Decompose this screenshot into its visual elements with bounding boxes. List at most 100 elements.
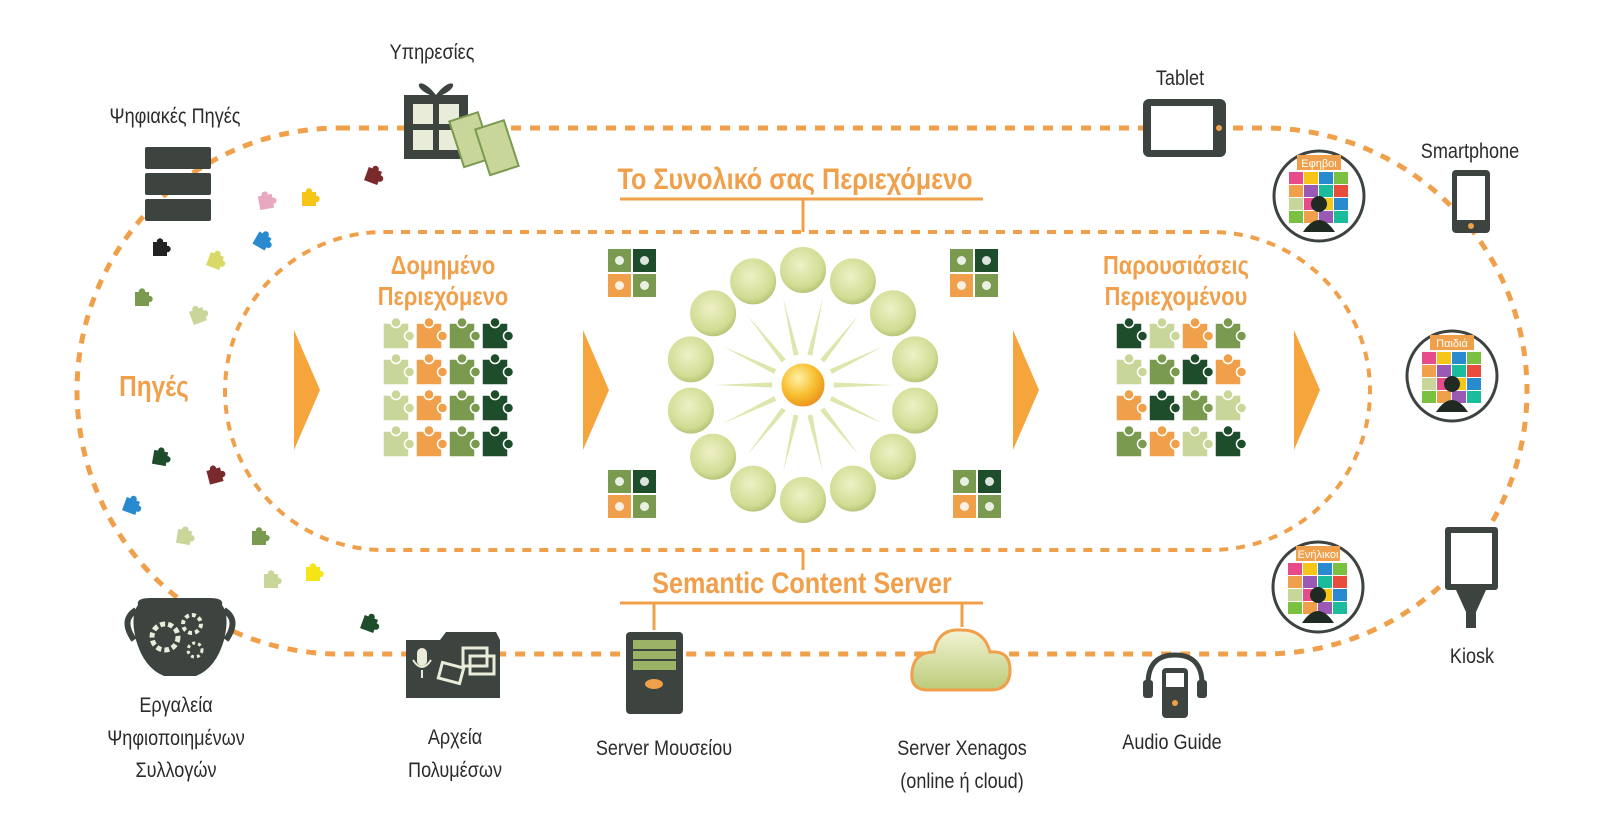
media-glyph	[982, 256, 991, 265]
puzzle-piece-icon	[252, 228, 277, 253]
puzzle-piece-icon	[205, 462, 228, 485]
puzzle-piece-icon	[1181, 388, 1215, 422]
kiosk-label: Kiosk	[1449, 645, 1495, 668]
badge-person-body	[1302, 611, 1334, 623]
flower-petal	[827, 463, 878, 514]
badge-tile	[1303, 576, 1317, 588]
badge-tile	[1422, 391, 1436, 403]
puzzle-piece-icon	[1115, 388, 1149, 422]
badge-tile	[1288, 589, 1302, 601]
gift-icon	[404, 83, 520, 177]
badge-tile	[1333, 576, 1347, 588]
audience-badge-children[interactable]: Παιδιά	[1405, 329, 1499, 423]
badge-tile	[1422, 365, 1436, 377]
puzzle-piece-icon	[122, 493, 145, 517]
puzzle-piece-icon	[257, 189, 278, 211]
inner-loop	[223, 230, 1372, 552]
puzzle-piece-icon	[1181, 424, 1215, 458]
flower-core	[778, 360, 828, 410]
puzzle-piece-icon	[415, 316, 449, 350]
flow-arrow-2	[583, 330, 609, 450]
badge-tile	[1304, 185, 1318, 197]
flower-petal	[688, 288, 739, 339]
cloud-icon	[910, 628, 1012, 692]
puzzle-piece-icon	[382, 352, 416, 386]
badge-tile	[1318, 576, 1332, 588]
puzzle-piece-icon	[1181, 352, 1215, 386]
services-label: Υπηρεσίες	[389, 41, 475, 64]
structured-content-label: Δομημένο Περιεχόμενο	[377, 250, 509, 312]
puzzle-piece-icon	[1115, 352, 1149, 386]
audio-guide-icon	[1143, 652, 1207, 718]
flower-ray	[804, 275, 829, 358]
badge-tile	[1304, 172, 1318, 184]
puzzle-piece-icon	[415, 352, 449, 386]
puzzle-piece-icon	[448, 352, 482, 386]
badge-tile	[1452, 352, 1466, 364]
media-glyph	[985, 502, 994, 511]
puzzle-piece-icon	[364, 163, 387, 187]
badge-tile	[1467, 391, 1481, 403]
center-connectors	[620, 197, 983, 630]
media-glyph	[615, 256, 624, 265]
flower-ray	[826, 335, 905, 377]
badge-label: Ενήλικοι	[1298, 549, 1339, 561]
badge-tile	[1288, 602, 1302, 614]
puzzle-piece-icon	[151, 446, 173, 467]
tablet-icon	[1143, 99, 1226, 157]
badge-tile	[1319, 185, 1333, 197]
puzzle-piece-icon	[382, 388, 416, 422]
badge-tile	[1452, 365, 1466, 377]
badge-tile	[1467, 365, 1481, 377]
flow-arrow-4	[1294, 330, 1320, 450]
badge-label-bg	[1297, 155, 1341, 170]
audience-badge-teens[interactable]: Εφηβοι	[1272, 149, 1366, 243]
puzzle-piece-icon	[252, 527, 270, 545]
puzzle-piece-icon	[448, 316, 482, 350]
badge-tile	[1288, 563, 1302, 575]
badge-tile	[1289, 172, 1303, 184]
badge-person-head	[1311, 196, 1327, 212]
flower-petal	[890, 334, 941, 385]
badge-person-head	[1310, 587, 1326, 603]
puzzle-piece-icon	[1148, 352, 1182, 386]
flower-petal	[778, 245, 828, 295]
puzzle-piece-icon	[302, 188, 320, 206]
puzzle-piece-icon	[1115, 316, 1149, 350]
badge-tile	[1304, 211, 1318, 223]
audience-badge-adults[interactable]: Ενήλικοι	[1271, 540, 1365, 634]
flower-petal	[688, 431, 739, 482]
flower-ray	[690, 380, 775, 390]
puzzle-piece-icon	[264, 570, 282, 588]
badge-tile	[1303, 563, 1317, 575]
badge-tile	[1334, 198, 1348, 210]
badge-tile	[1334, 211, 1348, 223]
puzzle-piece-icon	[1148, 388, 1182, 422]
puzzle-piece-icon	[481, 388, 515, 422]
kiosk-icon	[1445, 527, 1498, 628]
media-glyph	[615, 281, 624, 290]
badge-tile	[1452, 391, 1466, 403]
badge-tile	[1333, 563, 1347, 575]
media-glyph	[640, 281, 649, 290]
semantic-content-flower	[665, 245, 941, 525]
puzzle-piece-icon	[1214, 352, 1248, 386]
media-glyph	[640, 477, 649, 486]
badge-person-head	[1444, 376, 1460, 392]
smartphone-icon	[1452, 170, 1490, 233]
media-glyph	[957, 281, 966, 290]
flower-petal	[665, 385, 716, 436]
tablet-label: Tablet	[1155, 67, 1205, 90]
flower-petal	[778, 475, 828, 525]
media-glyph	[960, 477, 969, 486]
puzzle-piece-icon	[153, 238, 171, 256]
media-glyph	[960, 502, 969, 511]
puzzle-piece-icon	[481, 352, 515, 386]
puzzle-piece-icon	[187, 302, 211, 325]
vase-gears-icon	[124, 598, 236, 676]
media-glyph	[957, 256, 966, 265]
flow-arrow-3	[1013, 330, 1039, 450]
badge-tile	[1333, 589, 1347, 601]
badge-tile	[1289, 211, 1303, 223]
badge-label: Εφηβοι	[1301, 158, 1337, 170]
